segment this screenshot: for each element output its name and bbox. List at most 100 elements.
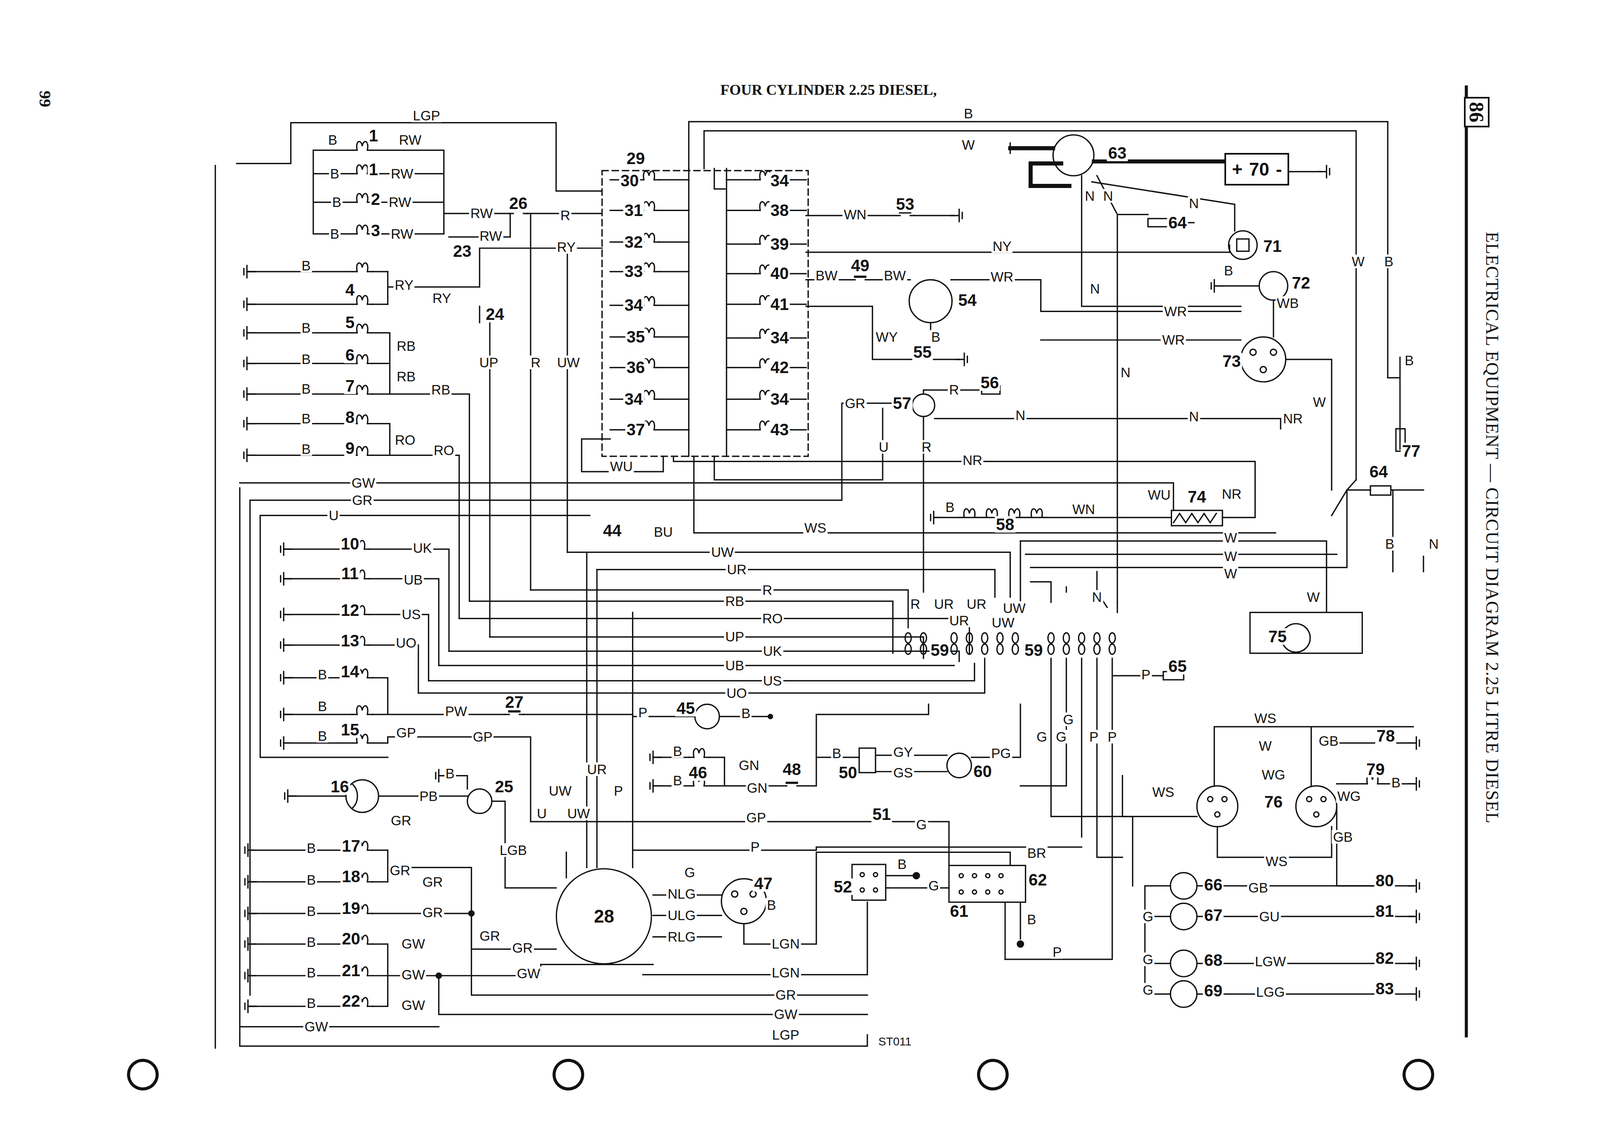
callout-number: 64 — [1167, 214, 1189, 231]
wire-colour-code: GB — [1247, 881, 1270, 895]
wire-colour-code: WN — [1071, 502, 1097, 517]
wire-colour-code: B — [765, 898, 778, 912]
wire-colour-code: N — [1083, 189, 1097, 203]
wire-colour-code: P — [1087, 730, 1100, 744]
callout-number: 56 — [979, 374, 1001, 391]
wire-colour-code: UO — [725, 686, 749, 700]
wire-colour-code: GR — [388, 863, 412, 878]
wire-colour-code: GB — [1317, 733, 1340, 748]
wire-colour-code: UP — [723, 629, 746, 644]
wire-colour-code: PG — [989, 746, 1013, 760]
callout-number: 51 — [871, 805, 893, 823]
wire-colour-code: WB — [1275, 296, 1300, 311]
wire-colour-code: UR — [948, 613, 971, 628]
wire-colour-code: B — [930, 329, 942, 344]
wire-colour-code: B — [671, 773, 684, 788]
callout-number: 49 — [849, 257, 871, 274]
callout-number: 71 — [1261, 237, 1283, 255]
wire-colour-code: W — [1311, 395, 1328, 409]
callout-number: 30 — [619, 172, 641, 189]
callout-number: 55 — [911, 343, 933, 361]
callout-number: 34 — [769, 172, 791, 189]
wire-colour-code: W — [1222, 530, 1239, 545]
wire-colour-code: GR — [350, 493, 374, 507]
wire-colour-code: N — [1187, 196, 1201, 210]
wire-colour-code: R — [761, 582, 774, 597]
diagram-title: FOUR CYLINDER 2.25 DIESEL, — [718, 81, 939, 99]
callout-number: 81 — [1374, 902, 1396, 920]
wire-colour-code: GW — [772, 1007, 799, 1022]
callout-number: 78 — [1375, 727, 1397, 745]
wire-colour-code: LGP — [411, 108, 442, 123]
wire-colour-code: R — [920, 440, 933, 454]
wire-colour-code: GP — [394, 725, 418, 740]
wire-colour-code: WU — [608, 459, 635, 474]
callout-number: 68 — [1202, 951, 1225, 969]
wire-colour-code: G — [683, 865, 697, 880]
wire-colour-code: RY — [431, 291, 453, 305]
wire-colour-code: RW — [397, 133, 423, 147]
wire-colour-code: B — [1383, 537, 1396, 551]
wire-colour-code: B — [316, 699, 329, 713]
callout-number: 22 — [340, 992, 362, 1010]
callout-number: 44 — [601, 522, 623, 539]
wire-colour-code: BW — [882, 268, 907, 283]
wire-colour-code: RW — [387, 195, 413, 210]
wire-colour-code: B — [831, 746, 843, 760]
wire-colour-code: W — [1222, 566, 1239, 581]
callout-number: 61 — [948, 902, 970, 920]
callout-number: 79 — [1365, 761, 1387, 778]
wire-colour-code: RO — [761, 611, 785, 625]
wire-colour-code: UR — [725, 562, 748, 577]
wire-colour-code: US — [400, 607, 423, 622]
wire-colour-code: P — [749, 840, 762, 854]
wire-colour-code: B — [300, 382, 313, 396]
wire-colour-code: GW — [400, 998, 427, 1013]
wire-colour-code: B — [305, 872, 318, 887]
wire-colour-code: GU — [1257, 909, 1281, 924]
wire-colour-code: GW — [350, 475, 377, 490]
wire-colour-code: B — [331, 195, 343, 210]
wire-colour-code: WS — [1264, 854, 1289, 869]
wire-colour-code: WS — [803, 520, 828, 535]
callout-number: 76 — [1263, 793, 1285, 811]
wire-colour-code: G — [914, 817, 929, 832]
callout-number: 31 — [623, 202, 645, 219]
wire-colour-code: B — [300, 320, 313, 335]
wire-colour-code: RO — [393, 432, 417, 447]
wire-colour-code: B — [300, 411, 313, 426]
wire-colour-code: RW — [389, 166, 415, 181]
wire-colour-code: G — [1141, 952, 1155, 966]
wire-colour-code: UW — [547, 784, 573, 798]
callout-number: 67 — [1202, 906, 1225, 924]
wire-colour-code: B — [1403, 353, 1415, 367]
callout-number: 65 — [1167, 657, 1189, 675]
callout-number: 59 — [1023, 641, 1045, 659]
callout-number: 4 — [344, 281, 356, 299]
wire-colour-code: B — [1390, 775, 1402, 790]
wire-colour-code: B — [328, 166, 341, 181]
callout-number: 10 — [339, 535, 361, 553]
wire-colour-code: NR — [961, 453, 984, 468]
callout-number: 74 — [1186, 488, 1208, 506]
wire-colour-code: U — [877, 440, 891, 454]
callout-number: 1 — [367, 127, 380, 144]
wire-colour-code: B — [740, 706, 752, 721]
callout-number: 58 — [994, 516, 1016, 533]
wire-colour-code: WY — [874, 329, 899, 344]
section-number: 86 — [1463, 96, 1490, 128]
wire-colour-code: WR — [989, 269, 1015, 284]
wire-colour-code: B — [1025, 912, 1038, 927]
page-number: 99 — [36, 89, 54, 109]
wire-colour-code: B — [316, 667, 329, 682]
wire-colour-code: NR — [1220, 486, 1243, 501]
wire-colour-code: UR — [965, 597, 988, 611]
terminal-sign: - — [1275, 160, 1283, 179]
callout-number: 43 — [769, 421, 791, 438]
wire-colour-code: B — [305, 965, 318, 980]
wire-colour-code: GS — [892, 765, 915, 780]
wire-colour-code: PB — [418, 789, 440, 803]
wire-colour-code: NLG — [666, 887, 697, 901]
wire-colour-code: B — [300, 352, 313, 367]
